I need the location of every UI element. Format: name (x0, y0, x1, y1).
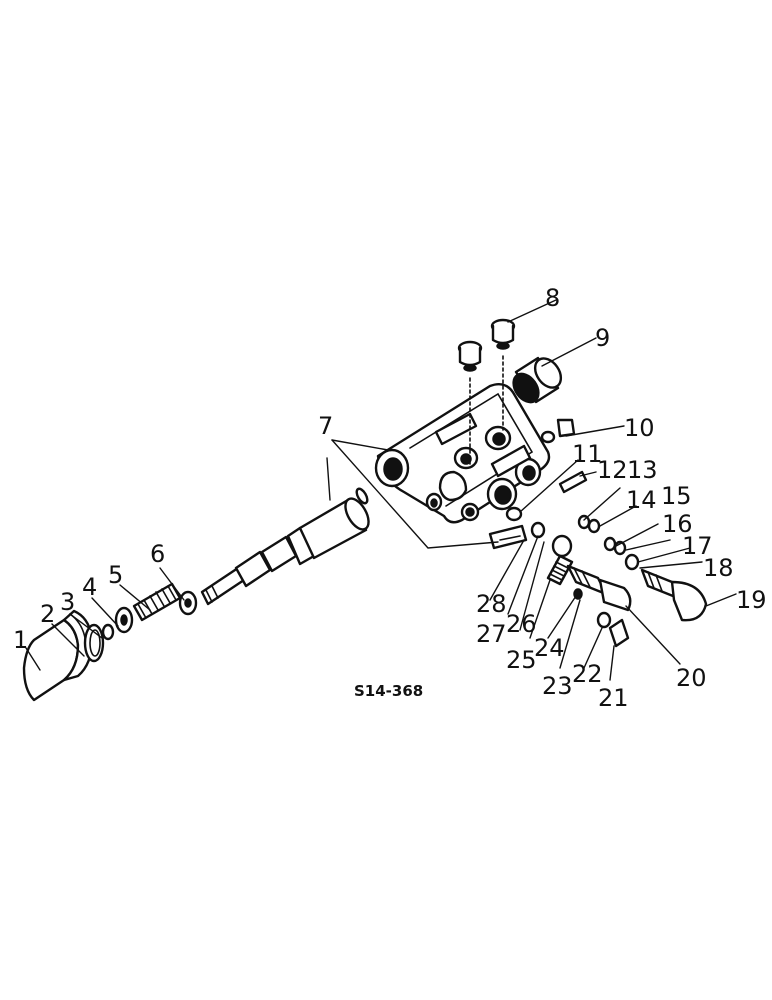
valve-body (374, 383, 551, 524)
callout-labels: 1 2 3 4 5 6 7 8 9 10 11 12 13 14 15 16 1… (13, 284, 767, 712)
callout-9: 9 (595, 324, 610, 352)
part-4-washer (114, 606, 134, 634)
seal-rings (505, 470, 640, 571)
callout-19: 19 (736, 586, 767, 614)
callout-18: 18 (703, 554, 734, 582)
callout-5: 5 (108, 561, 123, 589)
callout-12: 12 (597, 456, 628, 484)
callout-6: 6 (150, 540, 165, 568)
part-9-filter (512, 356, 563, 404)
part-10-plug (540, 418, 576, 444)
callout-1: 1 (13, 626, 28, 654)
callout-15: 15 (661, 482, 692, 510)
callout-25: 25 (506, 646, 537, 674)
callout-27: 27 (476, 620, 507, 648)
part-6-washer (178, 590, 198, 616)
part-19-fitting (640, 568, 708, 622)
part-20-relief-valve (566, 564, 632, 612)
callout-14: 14 (626, 486, 657, 514)
leader-lines (25, 299, 737, 681)
callout-17: 17 (682, 532, 713, 560)
callout-11: 11 (572, 440, 603, 468)
part-3-ring (101, 623, 115, 641)
callout-10: 10 (624, 414, 655, 442)
callout-20: 20 (676, 664, 707, 692)
callout-8: 8 (545, 284, 560, 312)
callout-22: 22 (572, 660, 603, 688)
drawing-reference-number: S14-368 (354, 682, 423, 700)
callout-23: 23 (542, 672, 573, 700)
callout-21: 21 (598, 684, 629, 712)
callout-24: 24 (534, 634, 565, 662)
callout-3: 3 (60, 588, 75, 616)
callout-7: 7 (318, 412, 333, 440)
callout-28: 28 (476, 590, 507, 618)
callout-2: 2 (40, 600, 55, 628)
part-8-plugs (457, 318, 516, 465)
spool-valve (200, 487, 370, 606)
callout-26: 26 (506, 610, 537, 638)
part-25-spring (546, 554, 574, 586)
callout-16: 16 (662, 510, 693, 538)
callout-13: 13 (627, 456, 658, 484)
part-1-plug (22, 609, 94, 702)
part-28-pin (488, 524, 528, 550)
callout-4: 4 (82, 573, 97, 601)
